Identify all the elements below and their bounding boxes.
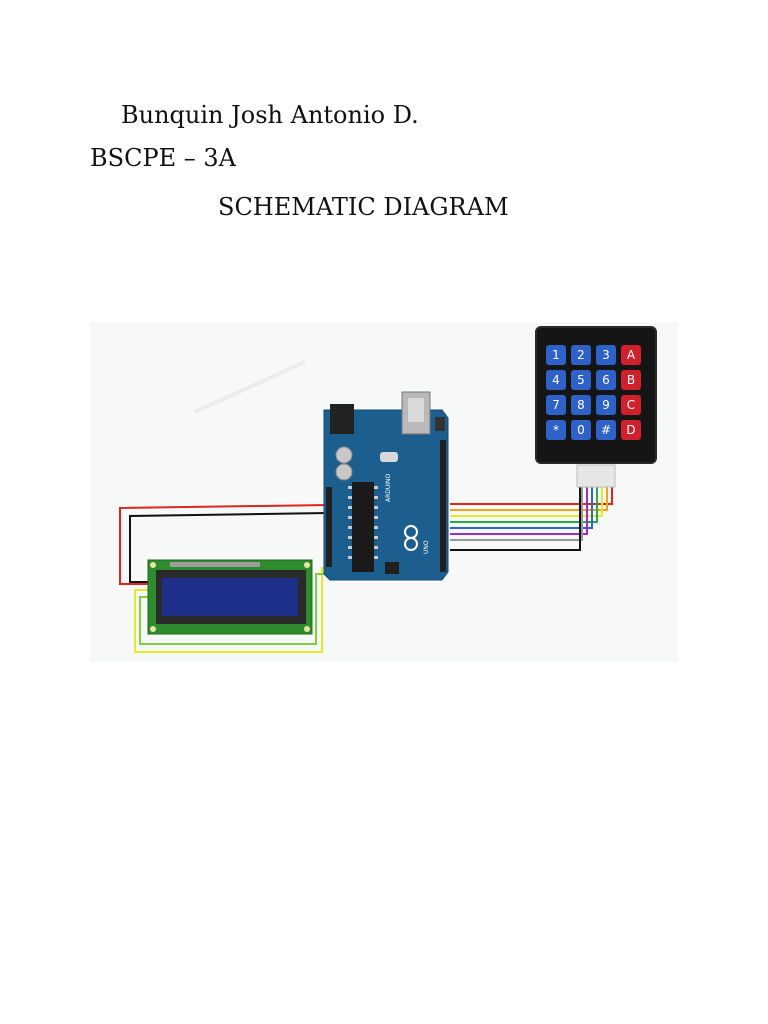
reset-button [435, 417, 445, 431]
keypad-key-label: * [553, 423, 559, 437]
keypad-ribbon-connector [576, 464, 616, 488]
keypad-key [621, 370, 641, 390]
keypad-key [571, 395, 591, 415]
keypad-key-label: 0 [577, 423, 585, 437]
atmega-chip [352, 482, 374, 572]
keypad-key-label: 7 [552, 398, 560, 412]
schematic-canvas: ARDUINO UNO 1 2 3 A 4 5 6 B 7 8 9 C * 0 # D [90, 322, 678, 662]
keypad-key [596, 370, 616, 390]
keypad-wires [450, 484, 613, 551]
keypad-key-label: 9 [602, 398, 610, 412]
keypad-key [571, 370, 591, 390]
lcd-wire-red [119, 504, 329, 585]
keypad-key [621, 345, 641, 365]
keypad-key [596, 345, 616, 365]
lcd-wire-green [139, 573, 330, 645]
keypad-key-label: 8 [577, 398, 585, 412]
digital-header [440, 440, 446, 572]
arduino-board: ARDUINO UNO [323, 391, 449, 581]
keypad-key [546, 395, 566, 415]
keypad-key-label: 6 [602, 373, 610, 387]
background-streak [194, 360, 306, 414]
power-jack [330, 404, 354, 434]
author-name: Bunquin Josh Antonio D. [121, 101, 419, 129]
lcd-screen [162, 578, 298, 616]
keypad-key-label: D [626, 423, 635, 437]
arduino-logo [404, 525, 418, 551]
keypad-key-label: 3 [602, 348, 610, 362]
keypad-key-label: 4 [552, 373, 560, 387]
keypad: 1 2 3 A 4 5 6 B 7 8 9 C * 0 # D [535, 326, 657, 464]
class-section: BSCPE – 3A [90, 144, 236, 172]
keypad-key-label: C [627, 398, 635, 412]
keypad-key [546, 370, 566, 390]
lcd-pin-header [170, 562, 260, 567]
keypad-key [621, 420, 641, 440]
capacitor [335, 446, 353, 464]
analog-header [326, 487, 332, 567]
svg-text:UNO: UNO [423, 540, 430, 554]
keypad-key [571, 345, 591, 365]
keypad-key [596, 395, 616, 415]
keypad-key [546, 420, 566, 440]
lcd-module [147, 559, 313, 635]
page-title: SCHEMATIC DIAGRAM [218, 193, 509, 221]
schematic-diagram: ARDUINO UNO 1 2 3 A 4 5 6 B 7 8 9 C * 0 # D [90, 322, 678, 662]
keypad-key [571, 420, 591, 440]
svg-text:ARDUINO: ARDUINO [385, 473, 392, 502]
crystal [380, 452, 398, 462]
lcd-wire-black [129, 512, 329, 583]
keypad-key-label: A [627, 348, 636, 362]
keypad-key-label: 5 [577, 373, 585, 387]
lcd-wire-yellow [134, 567, 330, 653]
keypad-key [546, 345, 566, 365]
keypad-key [621, 395, 641, 415]
keypad-key [596, 420, 616, 440]
keypad-key-label: B [627, 373, 635, 387]
keypad-key-label: 1 [552, 348, 560, 362]
keypad-key-label: 2 [577, 348, 585, 362]
keypad-key-label: # [601, 423, 611, 437]
